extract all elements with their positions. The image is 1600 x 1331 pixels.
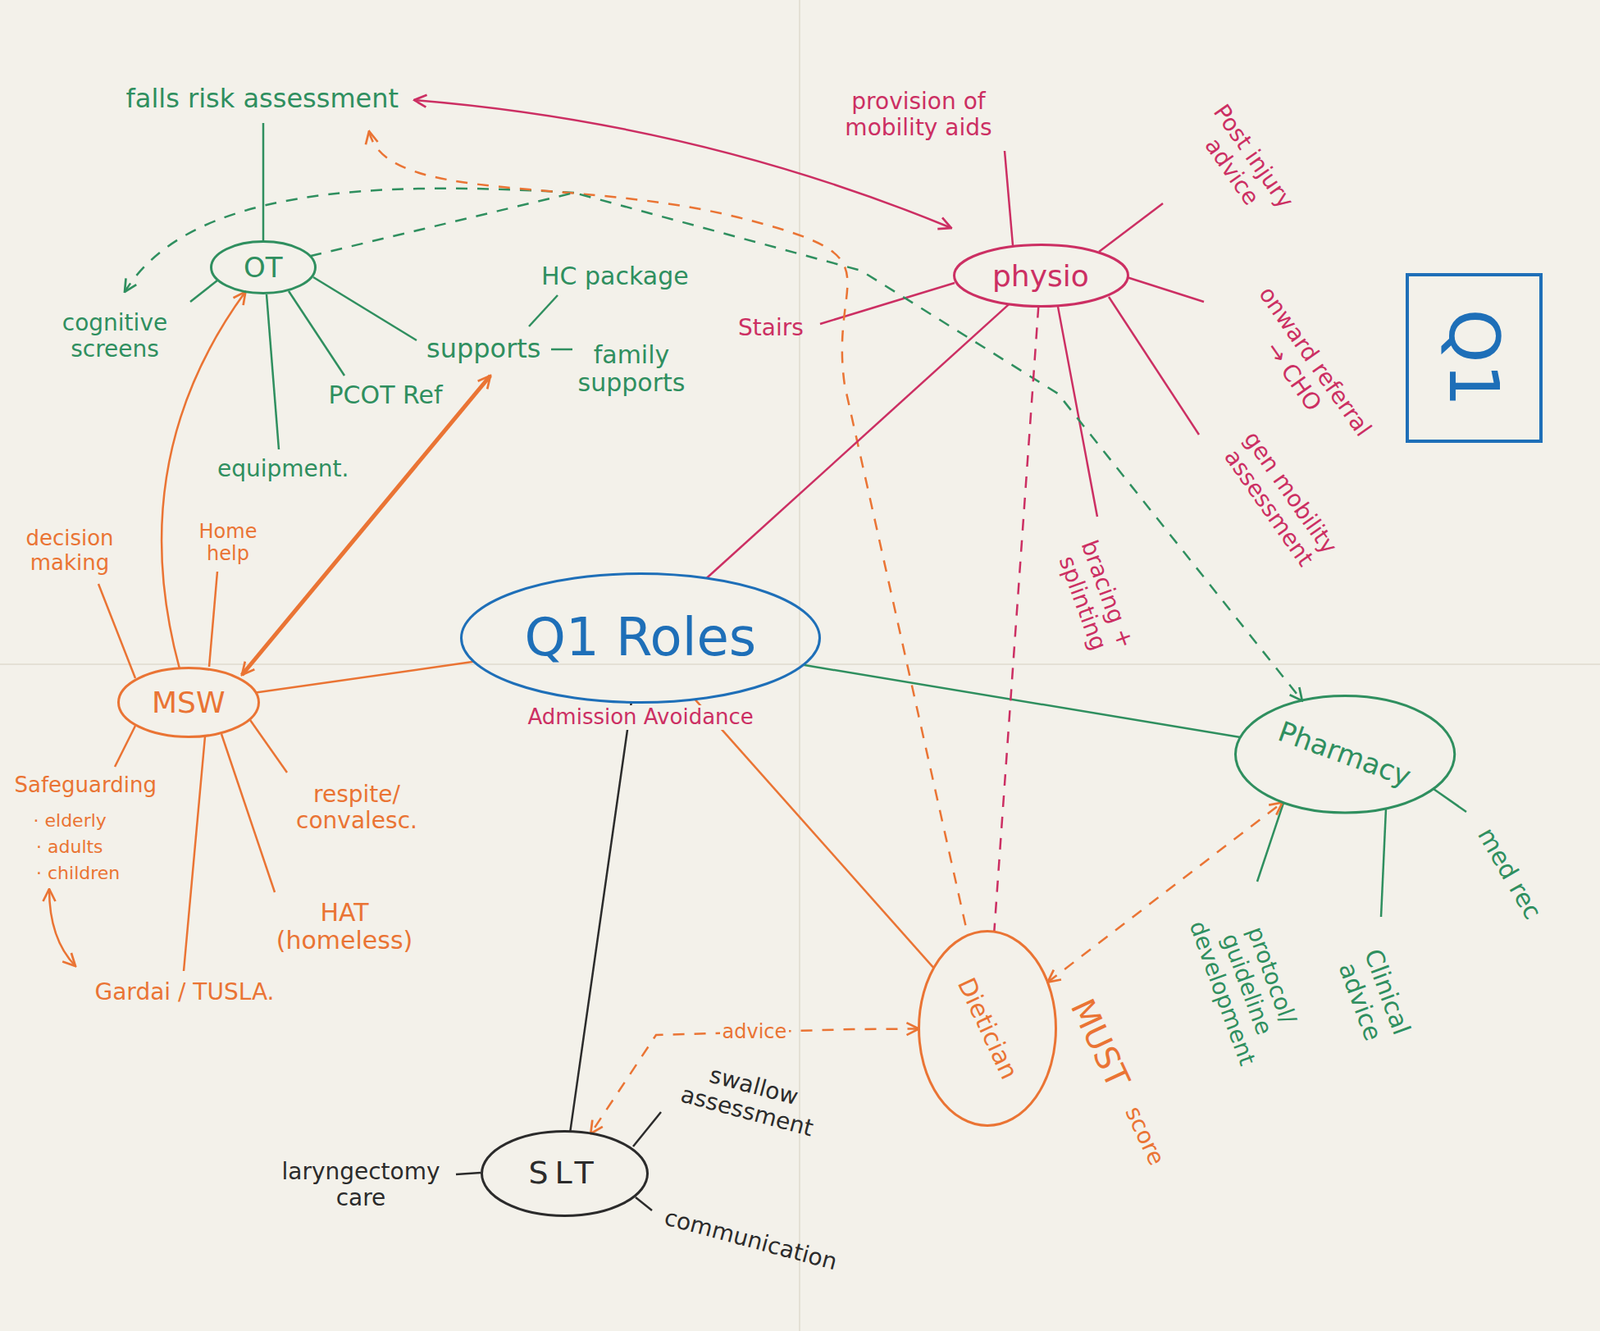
connector-label: advice	[720, 1021, 790, 1044]
branch-label: MUST	[1063, 993, 1138, 1094]
branch-label: equipment.	[217, 455, 349, 483]
branch-label: Gardai / TUSLA.	[95, 979, 275, 1006]
node-outline	[211, 241, 316, 294]
leader-line	[1057, 306, 1098, 517]
branch-label: decision making	[8, 526, 132, 576]
node-outline	[118, 667, 260, 737]
dashed-connector	[309, 192, 1303, 701]
branch-label: Safeguarding	[14, 773, 157, 798]
leader-line	[1004, 150, 1013, 246]
role-node: Pharmacy	[1234, 694, 1456, 815]
leader-line	[1381, 808, 1386, 917]
node-title: OT	[243, 251, 283, 284]
leader-line	[1257, 802, 1284, 882]
node-outline	[953, 245, 1128, 307]
node-outline	[1235, 696, 1455, 814]
leader-line	[1433, 788, 1467, 812]
node-title: Pharmacy	[1274, 715, 1416, 794]
branch-label: · adults	[36, 836, 104, 857]
physio-leaders	[414, 100, 1204, 517]
branch-label: · children	[36, 862, 120, 884]
role-node: Dietician	[917, 929, 1058, 1127]
node-title: SLT	[528, 1155, 601, 1192]
leader-line	[455, 1172, 481, 1175]
role-node: Q1	[1405, 273, 1543, 443]
branch-label: PCOT Ref	[328, 381, 443, 411]
connector	[695, 699, 935, 969]
leader-line	[635, 1197, 652, 1211]
leader-line	[114, 725, 136, 767]
leader-line	[313, 277, 417, 341]
node-title: Dietician	[952, 973, 1024, 1084]
branch-label: falls risk assessment	[126, 83, 400, 114]
leader-line	[551, 348, 573, 351]
ot-leaders	[124, 123, 1467, 917]
leader-line	[633, 1112, 661, 1147]
branch-label: protocol/ guideline development	[1180, 893, 1312, 1075]
connector	[569, 701, 632, 1131]
branch-label: communication	[660, 1204, 839, 1277]
leader-line	[1098, 203, 1163, 252]
node-subtitle: Admission Avoidance	[525, 705, 757, 730]
node-title: Q1	[1433, 308, 1514, 407]
node-title: MSW	[151, 685, 226, 720]
leader-line	[183, 736, 206, 971]
thick-double-arrow	[241, 375, 491, 675]
role-node: OT	[209, 240, 317, 295]
node-outline	[919, 931, 1057, 1126]
role-node: SLT	[480, 1130, 649, 1218]
double-arrow	[49, 888, 76, 967]
role-node: physio	[952, 243, 1130, 308]
branch-label: respite/ convalesc.	[278, 781, 435, 835]
node-title: physio	[992, 259, 1090, 293]
node-outline	[1407, 274, 1541, 442]
leader-line	[221, 733, 275, 893]
slt-leaders	[455, 1112, 661, 1211]
node-title: Q1 Roles	[524, 607, 757, 669]
leader-line	[262, 123, 265, 241]
leader-line	[528, 295, 558, 327]
role-node: MSW	[117, 666, 260, 739]
connector	[706, 304, 1010, 579]
leader-line	[98, 583, 136, 679]
leader-line	[288, 291, 345, 376]
branch-label: Clinical advice	[1326, 929, 1422, 1065]
branch-label: Stairs	[738, 314, 804, 342]
leader-line	[1126, 277, 1204, 302]
branch-label: HAT (homeless)	[266, 898, 423, 956]
leader-line	[190, 280, 218, 302]
dashed-connector	[993, 306, 1039, 933]
branch-label: · elderly	[33, 810, 107, 831]
branch-label: provision of mobility aids	[820, 88, 1017, 142]
branch-label: score	[1119, 1102, 1170, 1170]
branch-label: bracing + splinting	[1048, 532, 1141, 666]
node-outline	[481, 1131, 648, 1217]
branch-label: swallow assessment	[668, 1053, 833, 1145]
leader-line	[820, 282, 955, 324]
branch-label: Post injury advice	[1176, 85, 1309, 244]
connector	[803, 665, 1241, 738]
branch-label: laryngectomy care	[273, 1158, 450, 1212]
branch-label: Home help	[186, 520, 269, 566]
branch-label: cognitive screens	[45, 309, 185, 363]
role-node: Q1 RolesAdmission Avoidance	[460, 572, 821, 730]
branch-label: HC package	[541, 262, 689, 292]
leader-line	[1108, 296, 1199, 435]
paper-fold	[0, 663, 1600, 666]
branch-label: supports	[426, 333, 542, 365]
leader-line	[209, 571, 218, 667]
branch-label: family supports	[574, 341, 689, 398]
branch-label: gen mobility assessment	[1210, 418, 1348, 584]
connector	[255, 661, 475, 693]
msw-leaders	[49, 131, 968, 971]
leader-line	[266, 294, 279, 450]
leader-line	[250, 720, 288, 773]
dashed-link	[369, 131, 968, 935]
dashed-link	[124, 188, 575, 292]
node-outline	[461, 574, 821, 703]
branch-label: med rec	[1471, 822, 1546, 925]
